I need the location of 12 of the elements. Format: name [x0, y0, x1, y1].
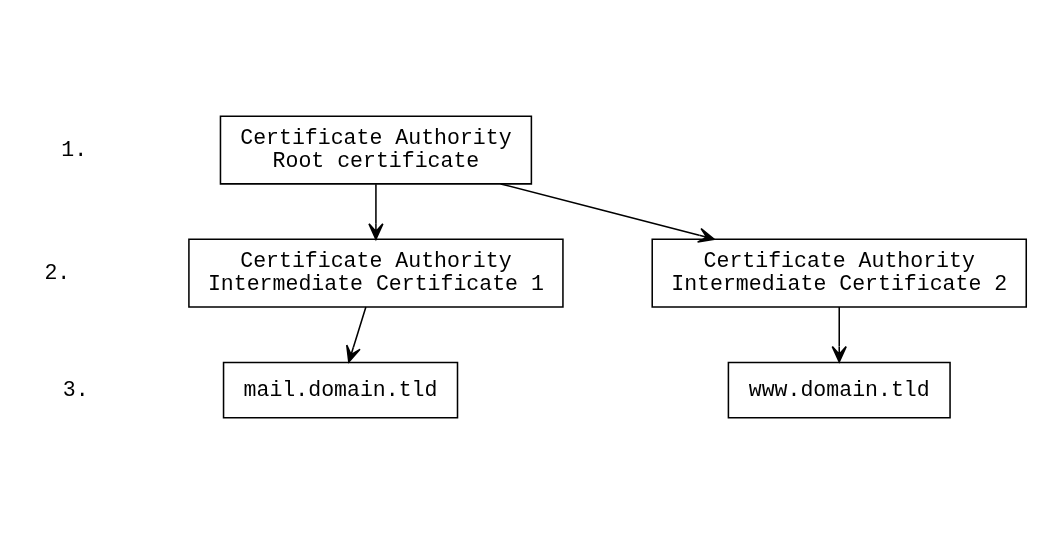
arrow — [831, 306, 847, 363]
arrow — [499, 183, 715, 243]
label: 1. — [61, 137, 88, 162]
node-box: Certificate Authority Root certificate — [219, 115, 533, 185]
node-box: Certificate Authority Intermediate Certificate 1 — [188, 238, 564, 308]
node-box: Certificate Authority Intermediate Certificate 2 — [651, 238, 1027, 308]
arrow — [368, 183, 384, 241]
arrow — [346, 306, 367, 363]
label: 2. — [44, 260, 71, 285]
node-box: mail.domain.tld — [222, 361, 459, 419]
node-box: www.domain.tld — [727, 361, 951, 419]
label: 3. — [62, 377, 89, 402]
